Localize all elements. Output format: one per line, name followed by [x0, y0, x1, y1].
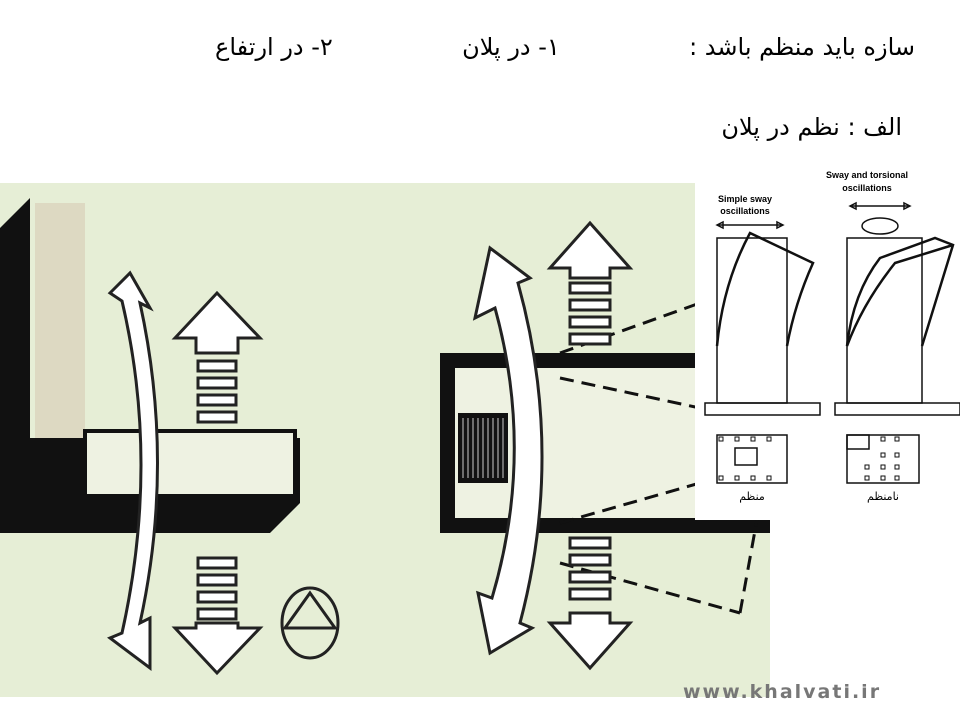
rotation-arrow-right — [472, 245, 544, 656]
simple-sway-building — [704, 220, 821, 416]
title-main: سازه باید منظم باشد : — [689, 33, 915, 61]
title-item-plan: ۱- در پلان — [462, 33, 560, 61]
regular-plan — [716, 434, 788, 484]
sway-torsion-building — [834, 201, 960, 416]
irregular-plan — [846, 434, 920, 484]
vertical-arrow-right — [546, 220, 634, 671]
triangle-circle-symbol — [280, 586, 340, 660]
plan-regularity-photo — [0, 183, 770, 697]
watermark: www.khalvati.ir — [683, 681, 882, 703]
title-row: سازه باید منظم باشد : ۱- در پلان ۲- در ا… — [215, 32, 915, 62]
rotation-arrow-left — [107, 270, 159, 671]
irregular-label: نامنظم — [867, 490, 899, 503]
regular-label: منظم — [739, 490, 765, 503]
right-caption-line1: Sway and torsional — [826, 170, 908, 180]
left-caption-line2: oscillations — [720, 206, 770, 216]
vertical-arrow-left — [171, 290, 264, 676]
l-shaped-building — [0, 198, 300, 533]
oscillation-diagram: Simple sway oscillations Sway and torsio… — [695, 163, 960, 520]
right-caption-line2: oscillations — [842, 183, 892, 193]
subtitle: الف : نظم در پلان — [721, 113, 902, 141]
left-caption-line1: Simple sway — [718, 194, 772, 204]
title-item-height: ۲- در ارتفاع — [215, 33, 333, 61]
